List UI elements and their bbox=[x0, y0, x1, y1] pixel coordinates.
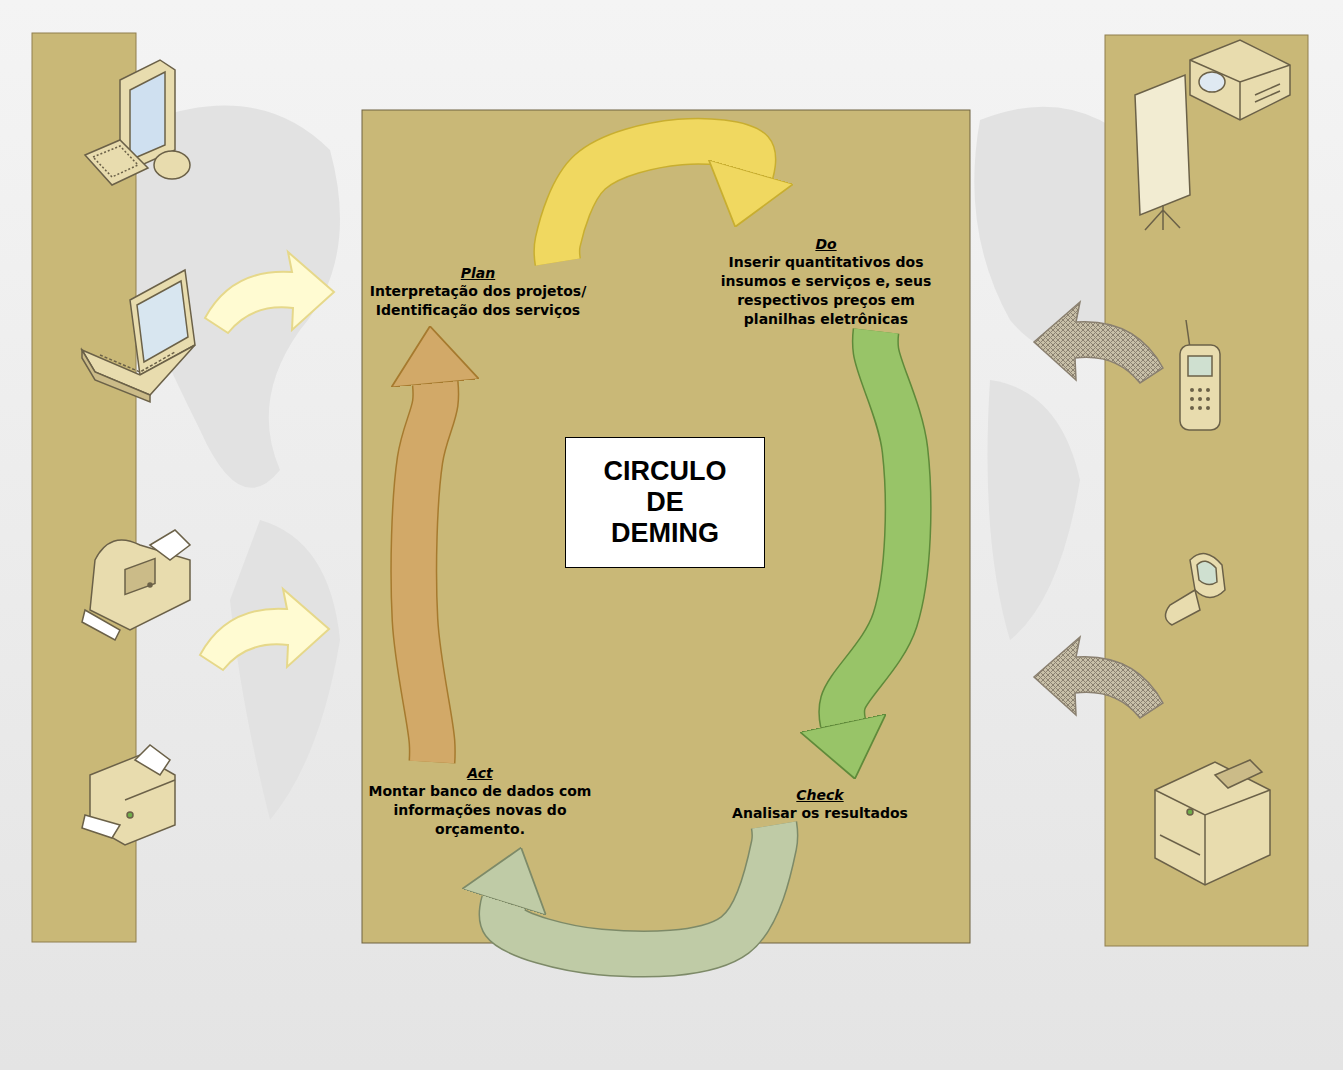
projector-screen-icon bbox=[1135, 40, 1290, 230]
phase-heading: Do bbox=[705, 235, 947, 253]
phase-description: Inserir quantitativos dos insumos e serv… bbox=[705, 253, 947, 329]
phase-text-block: ActMontar banco de dados com informações… bbox=[360, 762, 600, 841]
fax-printer-icon bbox=[1155, 760, 1270, 885]
phase-heading: Act bbox=[364, 764, 596, 782]
cycle-arrow bbox=[414, 383, 436, 762]
cycle-arrow-outline bbox=[414, 383, 436, 762]
printer-icon bbox=[82, 745, 175, 845]
phase-description: Analisar os resultados bbox=[709, 804, 931, 823]
center-panel bbox=[362, 110, 970, 943]
fax-machine-icon bbox=[82, 530, 190, 640]
cordless-phone-icon bbox=[1180, 320, 1220, 430]
cycle-arrow-group bbox=[414, 383, 436, 762]
phase-heading: Check bbox=[709, 786, 931, 804]
cycle-arrow-outline bbox=[557, 141, 753, 262]
desktop-computer-icon bbox=[85, 60, 190, 185]
cycle-arrow-outline bbox=[502, 825, 775, 954]
diagram-title-text: CIRCULO DE DEMING bbox=[596, 456, 734, 549]
phase-text-block: CheckAnalisar os resultados bbox=[705, 784, 935, 825]
phase-description: Interpretação dos projetos/ Identificaçã… bbox=[340, 282, 617, 320]
phase-text-block: PlanInterpretação dos projetos/ Identifi… bbox=[336, 262, 621, 322]
mobile-phone-icon bbox=[1165, 554, 1225, 625]
cycle-arrow-group bbox=[502, 825, 775, 954]
laptop-icon bbox=[82, 270, 195, 402]
cycle-arrow bbox=[557, 141, 753, 262]
center-title-box: CIRCULO DE DEMING bbox=[565, 437, 765, 568]
cycle-arrow-outline bbox=[842, 331, 908, 723]
phase-text-block: DoInserir quantitativos dos insumos e se… bbox=[701, 233, 951, 331]
cycle-arrow bbox=[842, 331, 908, 723]
output-arrow bbox=[1034, 302, 1163, 718]
input-arrow bbox=[200, 252, 334, 670]
cycle-arrow bbox=[502, 825, 775, 954]
cycle-arrow-group bbox=[842, 331, 908, 723]
right-panel bbox=[1105, 35, 1308, 946]
phase-heading: Plan bbox=[340, 264, 617, 282]
cycle-arrow-group bbox=[557, 141, 753, 262]
phase-description: Montar banco de dados com informações no… bbox=[364, 782, 596, 839]
